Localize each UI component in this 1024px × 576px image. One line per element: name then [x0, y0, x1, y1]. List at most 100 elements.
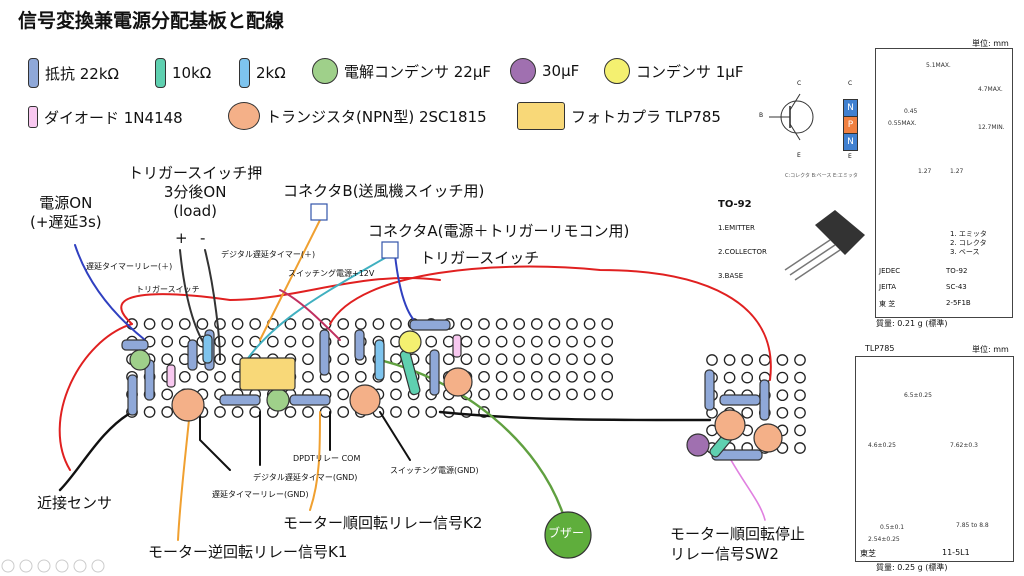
legend-swatch-cap1uf	[604, 58, 630, 84]
ds2-dim-3: 0.5±0.1	[880, 524, 905, 531]
board-hole	[425, 335, 438, 348]
board-hole	[161, 406, 174, 418]
connector-b	[310, 203, 328, 221]
board-hole	[548, 388, 561, 401]
capacitor-1uf	[398, 330, 422, 354]
slide-nav-icon	[1, 559, 15, 573]
board-hole	[302, 318, 314, 330]
legend-swatch-optocoupler	[517, 102, 565, 130]
board-hole	[495, 318, 508, 330]
ds1-dim-2: 0.45	[904, 108, 918, 115]
ds1-dim-6: 1.27	[950, 168, 964, 175]
legend-label: 30μF	[542, 62, 580, 80]
to92-symbol-collector	[789, 93, 801, 111]
board-hole	[354, 370, 367, 383]
label-plus: +	[175, 229, 188, 247]
wire-black	[58, 410, 134, 492]
legend-swatch-10k	[155, 58, 166, 88]
board-hole	[425, 406, 438, 418]
label-minus: -	[200, 229, 206, 247]
board-hole	[566, 335, 578, 348]
board-hole	[161, 353, 174, 366]
board-hole	[530, 370, 543, 383]
board-hole	[390, 388, 402, 401]
transistor	[753, 423, 783, 453]
board-hole	[249, 335, 262, 348]
board-hole	[214, 370, 226, 383]
board-hole	[390, 370, 402, 383]
board-hole	[794, 371, 806, 384]
board-hole	[566, 318, 578, 330]
to92-caption: C:コレクタ B:ベース E:エミッタ	[785, 173, 858, 179]
ds2-table-0-0: 東芝	[860, 549, 876, 558]
legend-label: ダイオード 1N4148	[44, 108, 183, 127]
label-delay-timer-relay-plus: 遅延タイマーリレー(＋)	[86, 262, 173, 271]
transistor	[714, 409, 746, 441]
wire-orange	[177, 409, 191, 541]
ds1-pin-1: 1. エミッタ	[950, 230, 987, 238]
ds2-title: TLP785	[865, 344, 895, 353]
board-hole	[601, 335, 614, 348]
ds1-table-2-0: 東 芝	[879, 300, 896, 308]
board-hole	[161, 318, 174, 330]
board-hole	[354, 318, 367, 330]
resistor	[319, 329, 330, 376]
npn-label-c: C	[848, 80, 853, 87]
label-motor-reverse-k1: モーター逆回転リレー信号K1	[148, 543, 348, 561]
board-hole	[513, 370, 526, 383]
npn-layer-2: N	[843, 133, 858, 151]
transistor	[171, 388, 205, 422]
label-trigger-switch: トリガースイッチ	[420, 249, 540, 267]
slide-nav-icon	[37, 559, 51, 573]
board-hole	[723, 354, 736, 366]
board-hole	[530, 318, 543, 330]
page-title: 信号変換兼電源分配基板と配線	[18, 10, 285, 32]
ds1-table-0-0: JEDEC	[879, 267, 901, 275]
label-trigger-switch-small: トリガースイッチ	[136, 285, 200, 294]
label-dpdt-relay-com: DPDTリレー COM	[293, 454, 361, 463]
board-hole	[530, 335, 543, 348]
board-hole	[337, 318, 350, 330]
ds2-table-0-1: 11-5L1	[942, 548, 970, 557]
wire-crimson	[279, 289, 341, 341]
ds1-table-1-0: JEITA	[879, 283, 897, 291]
wire-black	[379, 411, 411, 461]
board-hole	[337, 370, 350, 383]
to92-pin-1: 1.EMITTER	[718, 224, 755, 232]
ds2-dim-4: 2.54±0.25	[868, 536, 900, 543]
resistor	[121, 339, 149, 351]
board-hole	[794, 406, 806, 419]
label-digital-delay-timer-gnd: デジタル遅延タイマー(GND)	[253, 473, 358, 482]
board-hole	[390, 318, 402, 330]
label-switching-power-12v: スイッチング電源+12V	[288, 269, 375, 278]
connector-a	[381, 241, 399, 259]
legend-swatch-22k	[28, 58, 39, 88]
board-hole	[583, 353, 596, 366]
ds1-dim-4: 12.7MIN.	[978, 124, 1005, 131]
legend-item-2k: 2kΩ	[239, 58, 286, 88]
datasheet-2sc1815	[875, 48, 1013, 318]
wire-orange	[259, 219, 321, 341]
board-hole	[372, 318, 385, 330]
label-delay-timer-relay-gnd: 遅延タイマーリレー(GND)	[212, 490, 309, 499]
board-hole	[566, 388, 578, 401]
legend-label: コンデンサ 1μF	[636, 62, 744, 81]
board-hole	[478, 335, 490, 348]
board-hole	[566, 353, 578, 366]
ds2-unit: 単位: mm	[972, 345, 1009, 354]
legend-swatch-diode	[28, 106, 38, 128]
board-hole	[284, 318, 297, 330]
slide-nav-icon	[19, 559, 33, 573]
board-hole	[478, 370, 490, 383]
board-hole	[302, 353, 314, 366]
resistor	[202, 334, 213, 364]
resistor	[759, 379, 770, 421]
board-hole	[583, 335, 596, 348]
label-motor-forward-k2: モーター順回転リレー信号K2	[283, 514, 483, 532]
npn-label-e: E	[848, 153, 852, 160]
legend-item-30uf: 30μF	[510, 58, 579, 84]
ds1-table-2-1: 2-5F1B	[946, 299, 971, 307]
wire-blue	[74, 244, 146, 341]
buzzer	[544, 511, 592, 559]
